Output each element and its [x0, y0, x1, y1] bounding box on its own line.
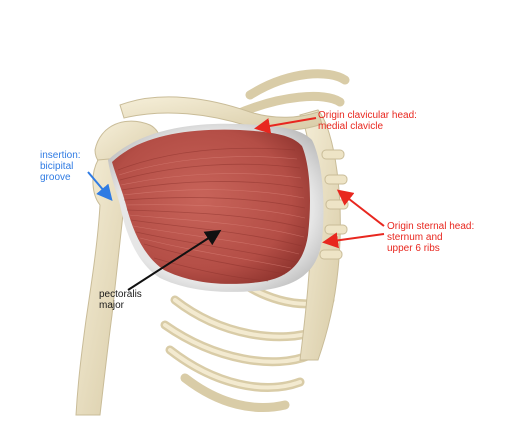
label-line: medial clavicle: [318, 121, 417, 132]
label-insertion: insertion: bicipital groove: [40, 150, 81, 183]
pectoralis-major-muscle: [112, 130, 310, 284]
label-line: upper 6 ribs: [387, 243, 474, 254]
label-line: sternum and: [387, 232, 474, 243]
label-line: pectoralis: [99, 289, 142, 300]
label-line: groove: [40, 172, 81, 183]
label-line: major: [99, 300, 142, 311]
label-origin-clavicular: Origin clavicular head: medial clavicle: [318, 110, 417, 132]
label-origin-sternal: Origin sternal head: sternum and upper 6…: [387, 221, 474, 254]
label-pectoralis-major: pectoralis major: [99, 289, 142, 311]
label-line: Origin clavicular head:: [318, 110, 417, 121]
label-line: insertion:: [40, 150, 81, 161]
label-line: bicipital: [40, 161, 81, 172]
label-line: Origin sternal head:: [387, 221, 474, 232]
